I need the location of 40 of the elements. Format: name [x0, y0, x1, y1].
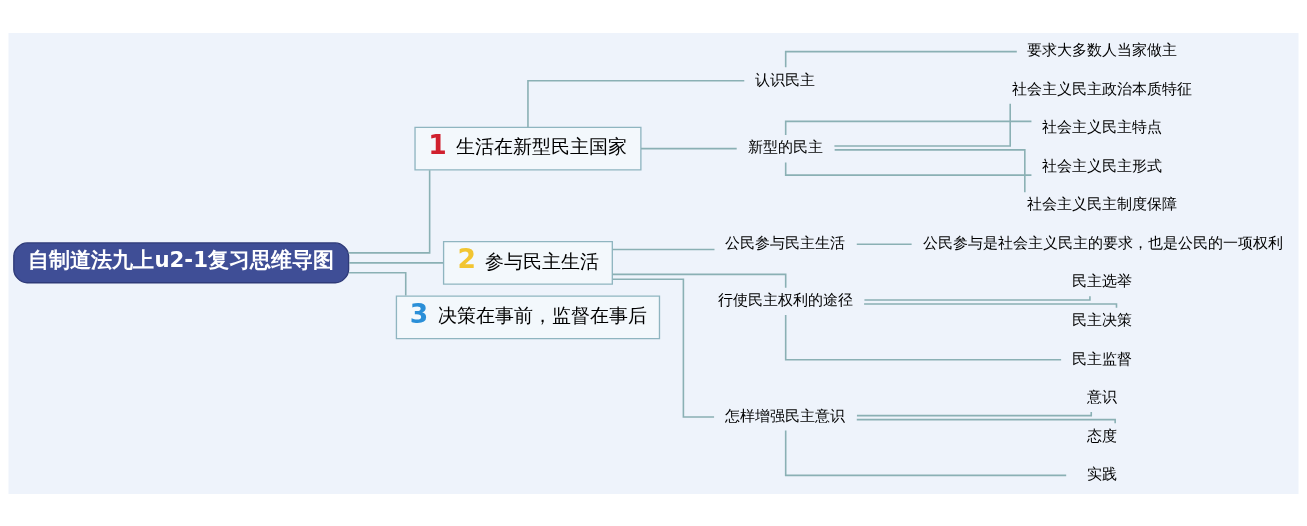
- node-box: 3 决策在事前，监督在事后: [395, 294, 661, 339]
- node-text: 公民参与民主生活: [725, 233, 846, 251]
- node-text: 社会主义民主特点: [1042, 117, 1163, 135]
- node-text: 社会主义民主政治本质特征: [1012, 79, 1193, 97]
- connector: [348, 261, 444, 264]
- connector: [863, 295, 1091, 301]
- connector: [863, 302, 1118, 308]
- connector: [611, 248, 716, 250]
- node-text: 公民参与是社会主义民主的要求，也是公民的一项权利: [922, 233, 1283, 251]
- node-text: 要求大多数人当家做主: [1027, 40, 1178, 58]
- node-text: 意识: [1087, 387, 1118, 405]
- node-text: 民主监督: [1071, 349, 1132, 367]
- connector: [856, 418, 1116, 424]
- node-text: 新型的民主: [747, 137, 823, 155]
- connector: [347, 168, 431, 254]
- node-box: 1 生活在新型民主国家: [414, 126, 642, 170]
- node-box: 2 参与民主生活: [442, 240, 613, 285]
- node-text: 社会主义民主制度保障: [1027, 194, 1178, 212]
- node-text: 态度: [1087, 426, 1118, 444]
- connector: [640, 147, 738, 149]
- connector: [784, 120, 1033, 136]
- node-text: 社会主义民主形式: [1042, 156, 1163, 174]
- connector: [784, 161, 1033, 176]
- connector: [611, 273, 787, 289]
- node-box: 自制道法九上u2-1复习思维导图: [13, 241, 350, 283]
- connector: [856, 242, 913, 245]
- connector: [784, 429, 1067, 476]
- connector: [784, 313, 1062, 361]
- node-text: 民主选举: [1071, 271, 1132, 289]
- connector: [527, 79, 746, 128]
- node-text: 实践: [1087, 464, 1118, 482]
- node-text: 认识民主: [755, 70, 816, 88]
- node-text: 民主决策: [1071, 310, 1132, 328]
- node-text: 行使民主权利的途径: [717, 290, 853, 308]
- connector: [856, 410, 1093, 416]
- connector: [833, 102, 1011, 147]
- connector: [833, 148, 1026, 193]
- node-text: 怎样增强民主意识: [725, 406, 846, 424]
- connector: [611, 277, 715, 418]
- connector: [348, 271, 407, 296]
